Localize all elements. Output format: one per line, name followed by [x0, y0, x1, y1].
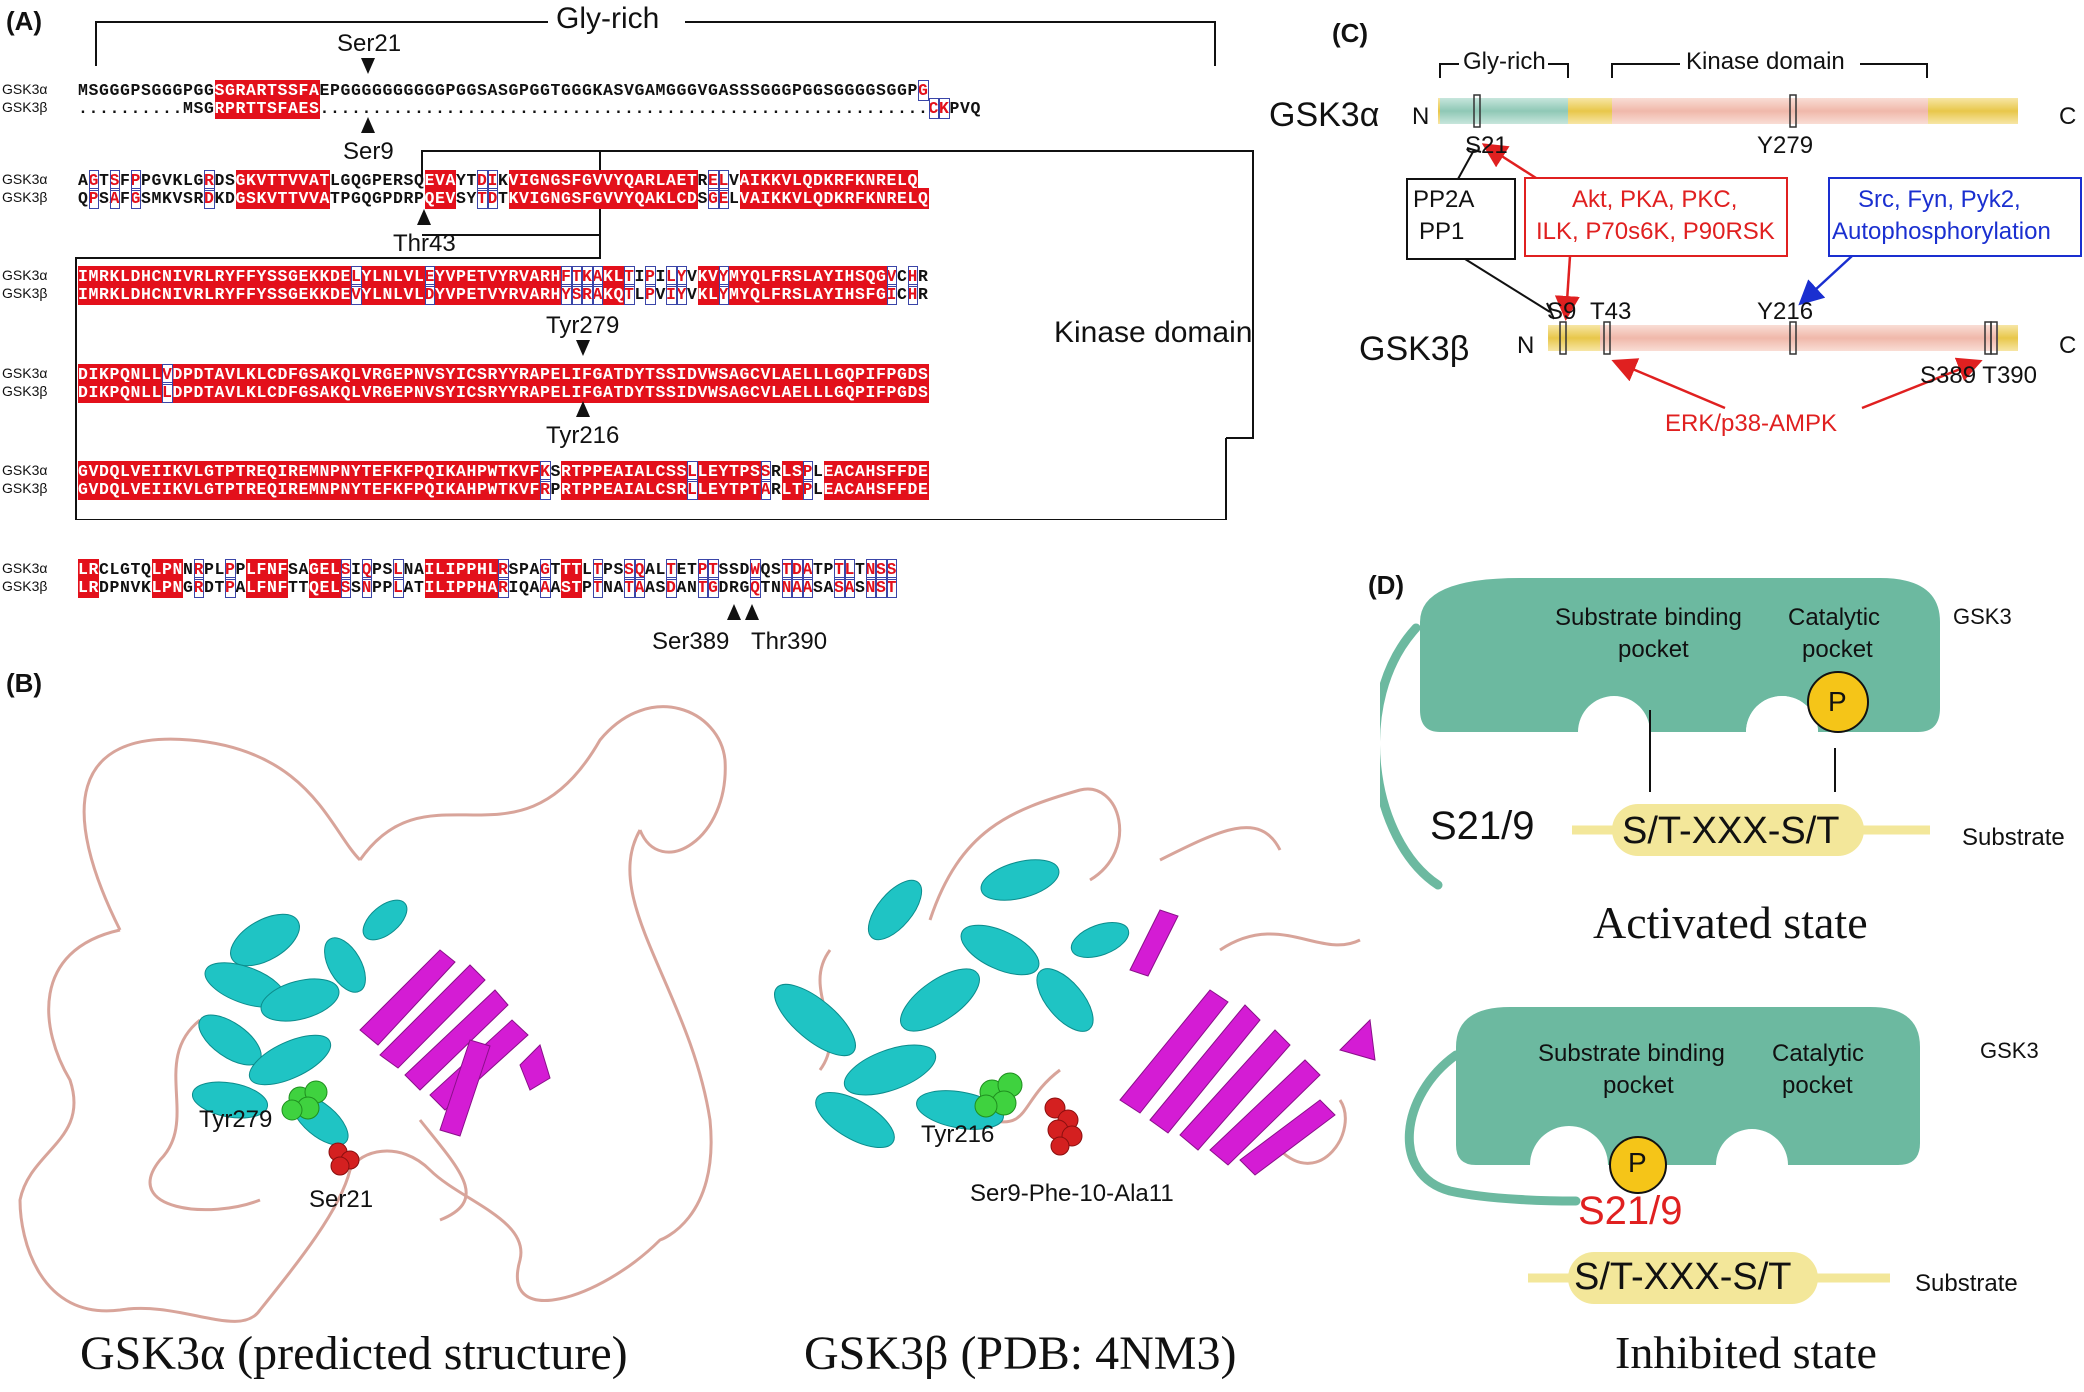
d-phospho-bottom: P: [1628, 1147, 1647, 1178]
c-y279-label: Y279: [1757, 132, 1814, 159]
d-gsk3-bottom: GSK3: [1980, 1038, 2039, 1063]
gsk3a-structure-image: [18, 705, 727, 1323]
c-src-line1: Src, Fyn, Pyk2,: [1858, 186, 2021, 213]
sequence-residues: DIKPQNLLLDPDTAVLKLCDFGSAKQLVRGEPNVSYICSR…: [78, 382, 929, 403]
c-n-alpha: N: [1412, 103, 1430, 130]
sequence-residues: DIKPQNLLVDPDTAVLKLCDFGSAKQLVRGEPNVSYICSR…: [78, 364, 929, 385]
c-gly-rich-label: Gly-rich: [1463, 48, 1546, 75]
c-gsk3b-label: GSK3β: [1359, 330, 1470, 368]
c-n-beta: N: [1517, 332, 1535, 359]
sequence-residues: LRCLGTQLPNNRPLPPLFNFSAGELSIQPSLNAILIPPHL…: [78, 559, 897, 580]
d-s21-9-bottom: S21/9: [1578, 1189, 1683, 1233]
sequence-residues: MSGGGPSGGGPGGSGRARTSSFAEPGGGGGGGGGGPGGSA…: [78, 80, 929, 101]
d-gsk3-top: GSK3: [1953, 604, 2012, 629]
arrow-down-icon: [576, 340, 590, 356]
gsk3b-structure-image: [774, 787, 1376, 1176]
c-akt-line1: Akt, PKA, PKC,: [1572, 186, 1738, 213]
d-motif-bottom: S/T-XXX-S/T: [1574, 1256, 1792, 1298]
d-substrate-top: Substrate: [1962, 824, 2065, 851]
domain-map: [1406, 63, 2082, 410]
marker-thr390: Thr390: [751, 628, 828, 655]
sequence-name: GSK3β: [2, 383, 48, 399]
c-gsk3a-label: GSK3α: [1269, 96, 1380, 134]
sequence-residues: LRDPNVKLPNGRDTPALFNFTTQELSSNPPLATILIPPHA…: [78, 577, 897, 598]
c-s9-label: S9: [1547, 298, 1577, 325]
arrow-up-icon: [361, 117, 375, 133]
sequence-residues: QPSAFGSMKVSRDKDGSKVTTVVATPGQGPDRPQEVSYTD…: [78, 188, 929, 209]
activated-state-diagram: [1380, 578, 1940, 890]
c-y216-label: Y216: [1757, 298, 1814, 325]
arrow-up-icon: [745, 604, 759, 620]
marker-tyr216: Tyr216: [546, 422, 620, 449]
panel-b-tag: (B): [6, 668, 43, 698]
d-catalytic-top-1: Catalytic: [1788, 604, 1881, 631]
sequence-residues: AGTSFPPGVKLGRDSGKVTTVVATLGQGPERSQEVAYTDI…: [78, 170, 918, 191]
gly-rich-label: Gly-rich: [556, 2, 660, 35]
c-c-alpha: C: [2059, 103, 2077, 130]
inhibited-state-diagram: [1404, 1007, 1920, 1304]
sequence-name: GSK3β: [2, 285, 48, 301]
d-substrate-pocket-bottom-1: Substrate binding: [1538, 1040, 1725, 1067]
sequence-name: GSK3α: [2, 462, 48, 478]
arrow-up-icon: [417, 209, 431, 225]
c-c-beta: C: [2059, 332, 2077, 359]
c-erk-label: ERK/p38-AMPK: [1665, 410, 1838, 437]
sequence-name: GSK3α: [2, 267, 48, 283]
c-s389-t390-label: S389 T390: [1920, 362, 2037, 389]
sequence-name: GSK3β: [2, 480, 48, 496]
sequence-name: GSK3α: [2, 81, 48, 97]
c-akt-line2: ILK, P70s6K, P90RSK: [1536, 218, 1775, 245]
arrow-up-icon: [576, 401, 590, 417]
marker-thr43: Thr43: [393, 230, 456, 257]
d-catalytic-top-2: pocket: [1802, 636, 1873, 663]
sequence-name: GSK3β: [2, 99, 48, 115]
beta-caption: GSK3β (PDB: 4NM3): [804, 1327, 1237, 1380]
c-t43-label: T43: [1590, 298, 1632, 325]
arrow-down-icon: [361, 58, 375, 74]
d-substrate-pocket-top-2: pocket: [1618, 636, 1689, 663]
c-s21-label: S21: [1465, 132, 1508, 159]
marker-tyr279: Tyr279: [546, 312, 620, 339]
alpha-ser-label: Ser21: [309, 1186, 374, 1213]
sequence-residues: ..........MSGRPRTTSFAES.................…: [78, 98, 981, 119]
c-pp1-label: PP1: [1419, 218, 1465, 245]
sequence-residues: IMRKLDHCNIVRLRYFFYSSGEKKDELYLNLVLEYVPETV…: [78, 266, 929, 287]
c-pp2a-label: PP2A: [1413, 186, 1475, 213]
d-motif-top: S/T-XXX-S/T: [1622, 810, 1840, 852]
beta-ser-label: Ser9-Phe-10-Ala11: [970, 1180, 1174, 1207]
c-kinase-label: Kinase domain: [1686, 48, 1845, 75]
alpha-tyr-label: Tyr279: [199, 1106, 273, 1133]
panel-d-tag: (D): [1368, 570, 1405, 600]
c-src-line2: Autophosphorylation: [1832, 218, 2051, 245]
sequence-residues: GVDQLVEIIKVLGTPTREQIREMNPNYTEFKFPQIKAHPW…: [78, 461, 929, 482]
d-phospho-top: P: [1828, 686, 1847, 717]
sequence-name: GSK3α: [2, 560, 48, 576]
sequence-name: GSK3α: [2, 365, 48, 381]
marker-ser21: Ser21: [337, 30, 402, 57]
d-activated-caption: Activated state: [1593, 897, 1868, 948]
arrow-up-icon: [727, 604, 741, 620]
marker-ser9: Ser9: [343, 138, 394, 165]
sequence-name: GSK3α: [2, 171, 48, 187]
alpha-caption: GSK3α (predicted structure): [80, 1327, 628, 1380]
sequence-residues: IMRKLDHCNIVRLRYFFYSSGEKKDEVYLNLVLDYVPETV…: [78, 284, 929, 305]
sequence-residues: GVDQLVEIIKVLGTPTREQIREMNPNYTEFKFPQIKAHPW…: [78, 479, 929, 500]
alignment-brackets: [75, 21, 1254, 520]
d-substrate-pocket-bottom-2: pocket: [1603, 1072, 1674, 1099]
d-substrate-pocket-top-1: Substrate binding: [1555, 604, 1742, 631]
d-s21-9-top: S21/9: [1430, 804, 1535, 848]
panel-c-tag: (C): [1332, 18, 1369, 48]
d-substrate-bottom: Substrate: [1915, 1270, 2018, 1297]
d-catalytic-bottom-1: Catalytic: [1772, 1040, 1865, 1067]
sequence-name: GSK3β: [2, 578, 48, 594]
panel-a-tag: (A): [6, 6, 43, 36]
d-catalytic-bottom-2: pocket: [1782, 1072, 1853, 1099]
marker-ser389: Ser389: [652, 628, 730, 655]
beta-tyr-label: Tyr216: [921, 1121, 995, 1148]
kinase-domain-label: Kinase domain: [1054, 316, 1253, 349]
d-inhibited-caption: Inhibited state: [1615, 1327, 1877, 1378]
sequence-name: GSK3β: [2, 189, 48, 205]
